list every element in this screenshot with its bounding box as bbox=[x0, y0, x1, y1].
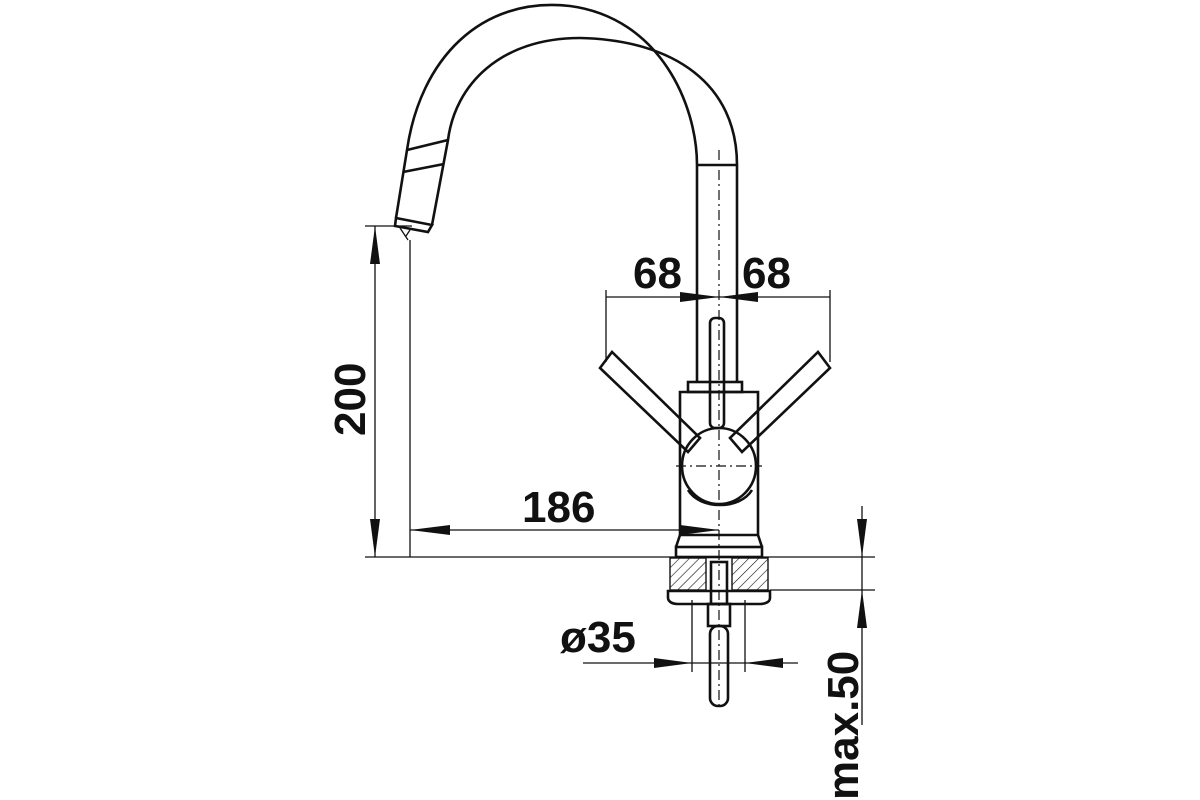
dimension-diameter: ø35 bbox=[560, 600, 798, 672]
dimension-diameter-label: ø35 bbox=[560, 613, 636, 662]
right-handle bbox=[728, 350, 832, 454]
spray-head bbox=[393, 138, 449, 234]
left-handle bbox=[598, 350, 702, 454]
base-step-right bbox=[756, 534, 764, 548]
dimension-200: 200 bbox=[326, 225, 412, 557]
fixing-plate bbox=[666, 589, 772, 606]
dimension-186: 186 bbox=[409, 240, 719, 557]
lever-stem bbox=[708, 316, 726, 430]
spout-outer-edge bbox=[394, 3, 699, 219]
body-collar bbox=[686, 380, 744, 394]
dimension-68-left-label: 68 bbox=[633, 249, 682, 298]
dimension-max50-label: max.50 bbox=[819, 651, 868, 800]
dimension-200-label: 200 bbox=[326, 363, 375, 436]
cartridge-shadow bbox=[686, 489, 754, 507]
counter-section-right bbox=[731, 557, 769, 591]
dimension-68-right-label: 68 bbox=[742, 249, 791, 298]
counter-section-left bbox=[669, 557, 707, 591]
mounting-assembly bbox=[666, 557, 772, 708]
faucet-outline bbox=[393, 3, 832, 559]
dimension-186-label: 186 bbox=[522, 483, 595, 532]
dimension-max50: max.50 bbox=[819, 506, 868, 800]
spray-nozzle bbox=[399, 227, 411, 241]
dimension-handles: 68 68 bbox=[605, 249, 831, 362]
base-step bbox=[674, 534, 682, 548]
spout-inner-edge bbox=[430, 36, 739, 226]
